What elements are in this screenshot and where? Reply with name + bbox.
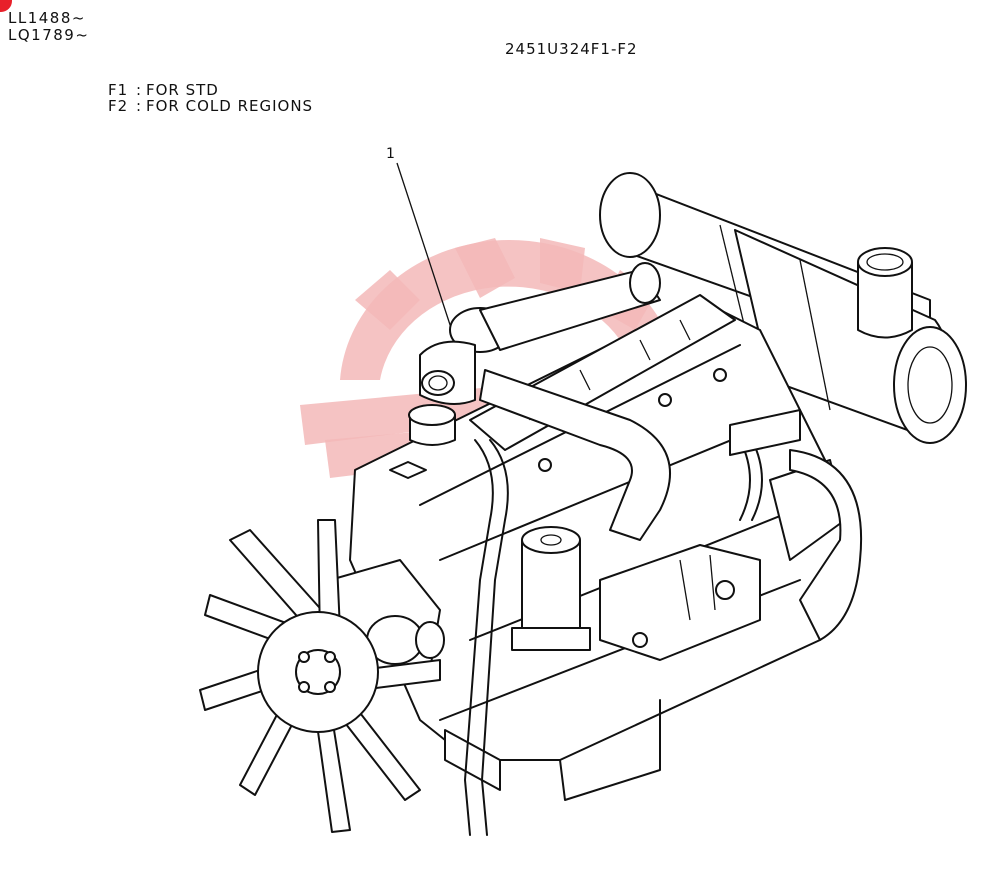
serial-range-block: LL1488~ LQ1789~ <box>8 10 89 44</box>
legend-row-f2: F2:FOR COLD REGIONS <box>108 98 313 114</box>
legend-separator: : <box>135 97 143 115</box>
air-cleaner-drum <box>599 172 967 444</box>
legend-text: FOR STD <box>146 81 219 99</box>
legend-key: F1 <box>108 81 129 99</box>
legend-key: F2 <box>108 97 129 115</box>
serial-range-1: LL1488~ <box>8 9 86 27</box>
part-code: 2451U324F1-F2 <box>505 40 638 58</box>
exhaust-pipe <box>857 247 913 339</box>
legend: F1:FOR STD F2:FOR COLD REGIONS <box>108 82 313 114</box>
cooling-fan-icon <box>199 519 441 833</box>
injection-pump <box>599 544 761 661</box>
turbocharger <box>419 262 671 541</box>
flywheel-housing <box>789 449 863 641</box>
fuel-filter <box>511 526 591 651</box>
legend-row-f1: F1:FOR STD <box>108 82 313 98</box>
legend-text: FOR COLD REGIONS <box>146 97 314 115</box>
oil-filler-cap <box>389 404 456 479</box>
legend-separator: : <box>135 81 143 99</box>
callout-leader-line <box>396 162 456 341</box>
callout-number: 1 <box>386 146 395 162</box>
serial-range-2: LQ1789~ <box>8 26 90 44</box>
